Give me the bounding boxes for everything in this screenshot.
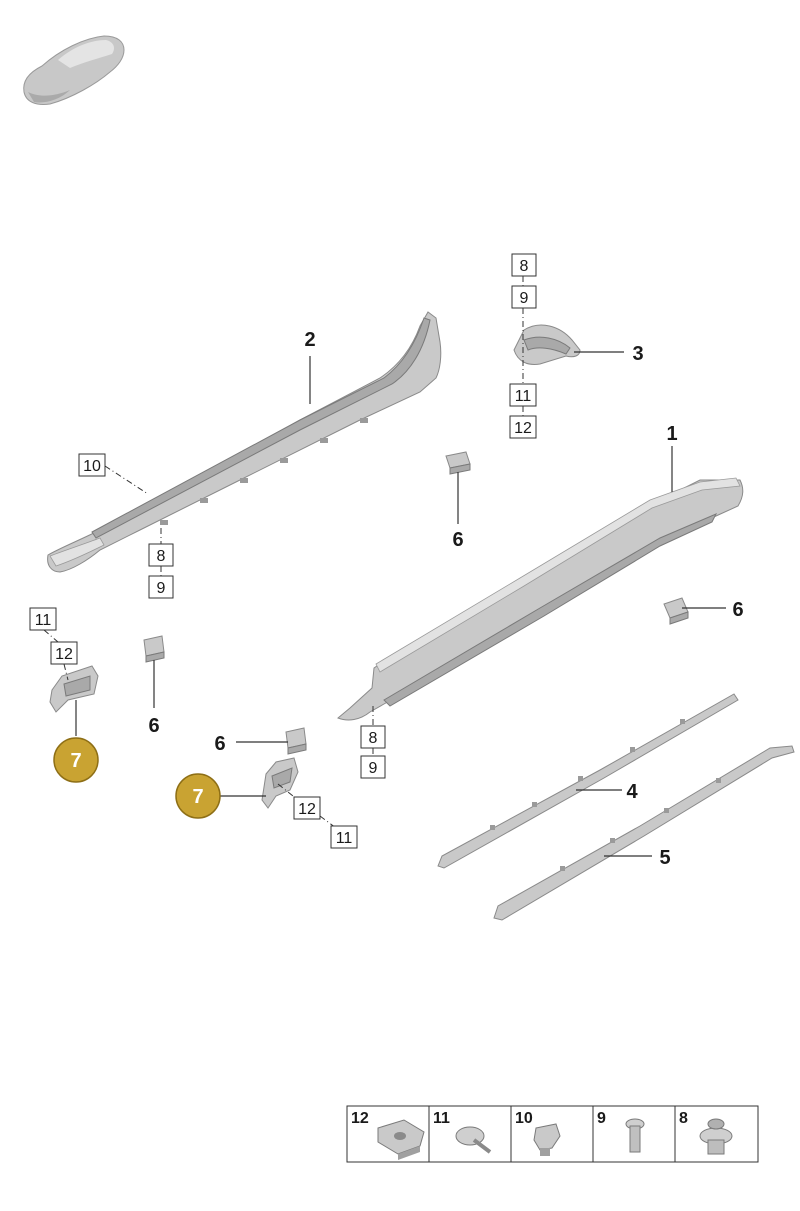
rivet-icon	[625, 1118, 645, 1153]
car-thumbnail-icon	[23, 35, 125, 105]
box-11-top: 11	[509, 383, 537, 407]
svg-text:11: 11	[35, 612, 52, 629]
svg-text:8: 8	[157, 548, 166, 565]
dash-left-11-12	[43, 629, 59, 643]
callout-3: 3	[632, 343, 643, 365]
callout-4: 4	[626, 781, 638, 803]
callout-6-right: 6	[732, 599, 743, 621]
callout-6-lower: 6	[214, 733, 225, 755]
part-5-trim-strip	[493, 745, 795, 921]
callout-6-left: 6	[148, 715, 159, 737]
box-11-left: 11	[29, 607, 57, 631]
part-6-clip-center	[445, 451, 471, 475]
legend-label-11: 11	[433, 1110, 450, 1127]
part-6-clip-right	[663, 597, 689, 625]
clip-icon	[533, 1123, 561, 1156]
svg-text:10: 10	[83, 458, 101, 475]
callout-1: 1	[666, 423, 677, 445]
clip-nut-icon	[377, 1119, 425, 1160]
legend-label-8: 8	[679, 1110, 688, 1127]
callout-5: 5	[659, 847, 670, 869]
box-8-top: 8	[511, 253, 537, 277]
part-4-trim-strip	[437, 693, 739, 869]
callout-7-left-marker[interactable]: 7	[53, 737, 99, 783]
callout-7-right-marker[interactable]: 7	[175, 773, 221, 819]
box-12-right: 12	[293, 796, 321, 820]
svg-text:8: 8	[369, 730, 378, 747]
legend-label-9: 9	[597, 1110, 606, 1127]
dash-left-12-7	[63, 663, 69, 681]
svg-text:12: 12	[298, 801, 316, 818]
svg-text:12: 12	[514, 420, 532, 437]
part-6-clip-left	[143, 635, 165, 663]
fastener-legend: 12 11 10 9 8	[346, 1105, 759, 1163]
box-12-top: 12	[509, 415, 537, 439]
box-9-top: 9	[511, 285, 537, 309]
svg-text:12: 12	[55, 646, 73, 663]
box-11-right: 11	[330, 825, 358, 849]
screw-icon	[455, 1126, 492, 1154]
part-6-clip-lower	[285, 727, 307, 755]
box-10: 10	[78, 453, 106, 477]
callout-7-right: 7	[192, 786, 203, 808]
svg-text:9: 9	[520, 290, 529, 307]
svg-text:11: 11	[515, 388, 532, 405]
box-9-bot: 9	[360, 755, 386, 779]
svg-text:9: 9	[369, 760, 378, 777]
box-9-mid: 9	[148, 575, 174, 599]
part-7-bracket-right	[261, 757, 299, 809]
box-8-bot: 8	[360, 725, 386, 749]
callout-2: 2	[304, 329, 315, 351]
box-8-mid: 8	[148, 543, 174, 567]
svg-text:8: 8	[520, 258, 529, 275]
dash-right-12	[277, 783, 299, 801]
legend-label-12: 12	[351, 1110, 369, 1127]
expanding-plug-icon	[699, 1118, 733, 1155]
box-12-left: 12	[50, 641, 78, 665]
callout-6-center: 6	[452, 529, 463, 551]
legend-label-10: 10	[515, 1110, 533, 1127]
part-7-bracket-left	[49, 665, 99, 713]
svg-text:9: 9	[157, 580, 166, 597]
svg-text:11: 11	[336, 830, 353, 847]
callout-7-left: 7	[70, 750, 81, 772]
part-3-bracket	[513, 324, 581, 365]
part-2-sill-cover	[47, 311, 442, 573]
part-1-sill-panel	[337, 477, 744, 721]
dash-10	[104, 465, 149, 495]
